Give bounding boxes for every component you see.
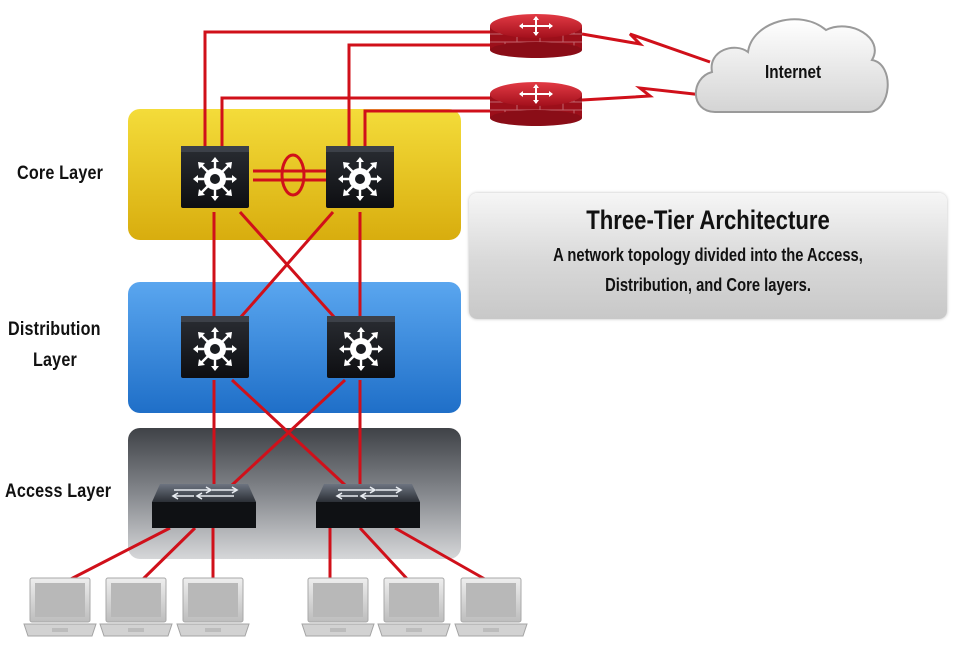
network-links — [64, 30, 713, 584]
distribution-switch-icon — [325, 314, 397, 380]
firewall-router-icon — [489, 13, 583, 59]
laptop-icon — [301, 577, 375, 637]
distribution-layer-label-line1: Distribution — [8, 319, 101, 340]
laptop-icon — [454, 577, 528, 637]
info-title: Three-Tier Architecture — [586, 205, 830, 235]
core-layer-label: Core Layer — [17, 163, 104, 184]
firewall-router-icon — [489, 81, 583, 127]
internet-label: Internet — [765, 62, 822, 82]
distribution-layer-band — [128, 282, 461, 413]
distribution-layer-label-line2: Layer — [33, 350, 77, 371]
info-description: A network topology divided into the Acce… — [553, 245, 863, 295]
access-switch-icon — [315, 483, 421, 529]
architecture-info-panel: Three-Tier Architecture A network topolo… — [469, 193, 947, 319]
distribution-switch-icon — [179, 314, 251, 380]
access-layer-label: Access Layer — [5, 481, 112, 502]
laptop-icon — [23, 577, 97, 637]
core-switch-icon — [179, 144, 251, 210]
etherchannel-ring — [280, 153, 306, 197]
laptop-icon — [377, 577, 451, 637]
laptop-icon — [176, 577, 250, 637]
internet-cloud-icon — [694, 18, 889, 113]
core-switch-icon — [324, 144, 396, 210]
access-switch-icon — [151, 483, 257, 529]
laptop-icon — [99, 577, 173, 637]
core-layer-band — [128, 109, 461, 240]
